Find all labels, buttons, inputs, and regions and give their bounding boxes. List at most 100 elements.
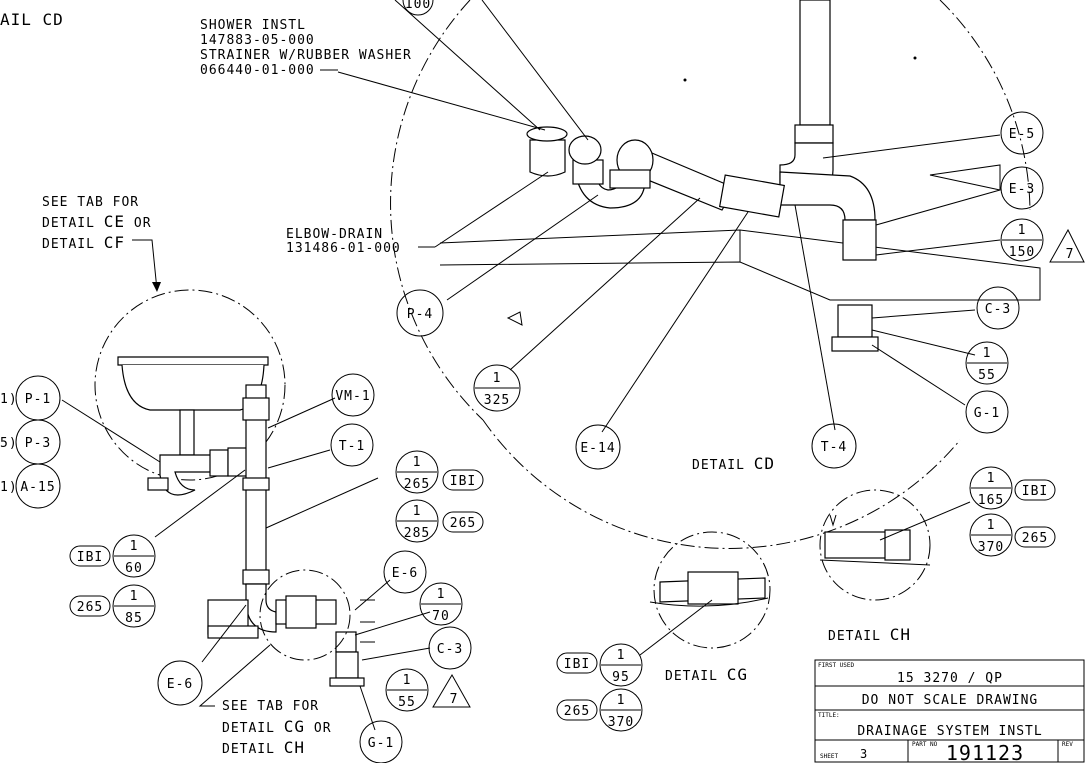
sink-rim xyxy=(117,356,269,366)
cg-coupling xyxy=(687,571,739,605)
badge-265-c: 265 xyxy=(556,699,598,721)
leader-e6b xyxy=(201,604,247,663)
svg-text:IBI: IBI xyxy=(450,474,476,489)
balloon-fraction-150: 1 150 xyxy=(1000,218,1044,262)
svg-text:1: 1 xyxy=(987,518,996,533)
leader-325 xyxy=(509,197,701,371)
shower-part-number: 147883-05-000 xyxy=(200,33,315,48)
balloon-a15: A-15 1) xyxy=(0,463,61,509)
detail-cd: 100 E-5 E-3 1 150 7 P-4 C-3 xyxy=(200,0,1085,549)
leader-see-tab-b xyxy=(198,644,271,707)
svg-text:7: 7 xyxy=(1066,247,1075,262)
badge-ibi-d: IBI xyxy=(1014,479,1056,501)
svg-text:T-1: T-1 xyxy=(339,439,365,454)
stack-coupling xyxy=(242,569,270,585)
elbow-drain-label: ELBOW-DRAIN xyxy=(286,227,383,242)
svg-text:P-3: P-3 xyxy=(25,436,51,451)
badge-265-d: 265 xyxy=(1014,526,1056,548)
arrow-head xyxy=(152,282,161,292)
svg-text:285: 285 xyxy=(404,526,430,541)
see-tab-detail-cg: DETAIL CG OR xyxy=(222,717,332,736)
balloon-fraction-55a: 1 55 xyxy=(965,341,1009,385)
part-number: 191123 xyxy=(946,741,1024,763)
svg-text:100: 100 xyxy=(405,0,431,12)
balloon-g1a: G-1 xyxy=(965,390,1009,434)
leader-g1 xyxy=(871,344,966,406)
svg-text:P-1: P-1 xyxy=(25,392,51,407)
ch-coupling xyxy=(884,529,911,561)
svg-text:325: 325 xyxy=(484,393,510,408)
stack-coupling xyxy=(242,477,270,491)
badge-ibi-c: IBI xyxy=(556,652,598,674)
balloon-g1b: G-1 xyxy=(359,720,403,763)
balloon-e6a: E-6 xyxy=(383,550,427,594)
balloon-p1: P-1 1) xyxy=(0,375,61,421)
balloon-t4: T-4 xyxy=(811,423,857,469)
svg-text:IBI: IBI xyxy=(1022,484,1048,499)
sheet-label: SHEET xyxy=(820,753,838,760)
balloon-fraction-370b: 1 370 xyxy=(969,513,1013,557)
leader-e6a xyxy=(354,579,391,611)
svg-text:265: 265 xyxy=(564,704,590,719)
badge-265-b: 265 xyxy=(69,595,111,617)
svg-text:1: 1 xyxy=(413,455,422,470)
leader-t1 xyxy=(267,449,331,469)
detail-cg-boundary xyxy=(259,569,351,661)
svg-text:1: 1 xyxy=(403,673,412,688)
leader-150 xyxy=(875,239,1001,256)
svg-text:55: 55 xyxy=(978,368,996,383)
leader-165 xyxy=(879,501,971,541)
dot-mark xyxy=(683,78,687,82)
dimension-ticks xyxy=(360,599,375,643)
fitting-base xyxy=(207,625,259,639)
svg-text:G-1: G-1 xyxy=(368,736,394,751)
svg-text:370: 370 xyxy=(608,715,634,730)
detail-ch-title: DETAIL CH xyxy=(828,625,911,644)
leader-c3 xyxy=(871,309,976,319)
svg-text:E-14: E-14 xyxy=(580,441,615,456)
do-not-scale-note: DO NOT SCALE DRAWING xyxy=(862,693,1039,708)
leader-e5 xyxy=(822,134,1001,159)
dot-mark xyxy=(913,56,917,60)
drawing-title: DRAINAGE SYSTEM INSTL xyxy=(857,724,1042,739)
balloon-p3: P-3 5) xyxy=(0,419,61,465)
trap-cap xyxy=(147,477,169,491)
leader-e3 xyxy=(875,189,1001,226)
vertical-pipe xyxy=(799,0,831,126)
svg-text:1: 1 xyxy=(987,471,996,486)
leader-100 xyxy=(394,0,589,141)
rev-label: REV xyxy=(1062,741,1073,748)
gasket-g1b xyxy=(329,677,365,687)
trap-nut xyxy=(609,169,651,189)
ch-mark xyxy=(829,514,837,527)
svg-text:E-6: E-6 xyxy=(392,566,418,581)
svg-text:E-6: E-6 xyxy=(167,677,193,692)
tee-t1 xyxy=(227,447,249,477)
svg-text:265: 265 xyxy=(404,477,430,492)
svg-text:150: 150 xyxy=(1009,245,1035,260)
elbow-drain-part-number: 131486-01-000 xyxy=(286,241,401,256)
svg-text:C-3: C-3 xyxy=(437,642,463,657)
svg-text:C-3: C-3 xyxy=(985,302,1011,317)
balloon-e6b: E-6 xyxy=(157,660,203,706)
first-used-value: 15 3270 / QP xyxy=(897,671,1003,686)
pipe-stub xyxy=(842,219,877,261)
revision-triangle-7b: 7 xyxy=(432,674,471,708)
deck-panel xyxy=(929,164,1001,191)
balloon-e5: E-5 xyxy=(1000,111,1044,155)
leader-95 xyxy=(639,599,713,656)
svg-text:1: 1 xyxy=(493,371,502,386)
leader-p1 xyxy=(61,399,161,463)
trap-nut xyxy=(209,449,229,477)
balloon-t1: T-1 xyxy=(330,423,374,467)
detail-cg: IBI 1 95 265 1 370 DETAIL CG xyxy=(556,531,771,732)
coupling-c3 xyxy=(837,304,873,338)
see-tab-detail-ce: DETAIL CE OR xyxy=(42,212,152,231)
balloon-fraction-70: 1 70 xyxy=(419,582,463,626)
balloon-fraction-55b: 1 55 xyxy=(385,668,429,712)
leader-p4 xyxy=(446,194,599,301)
leader-55 xyxy=(871,329,976,356)
sink-assembly: SEE TAB FOR DETAIL CE OR DETAIL CF xyxy=(0,195,484,763)
svg-text:5): 5) xyxy=(0,436,18,451)
svg-text:1): 1) xyxy=(0,480,18,495)
